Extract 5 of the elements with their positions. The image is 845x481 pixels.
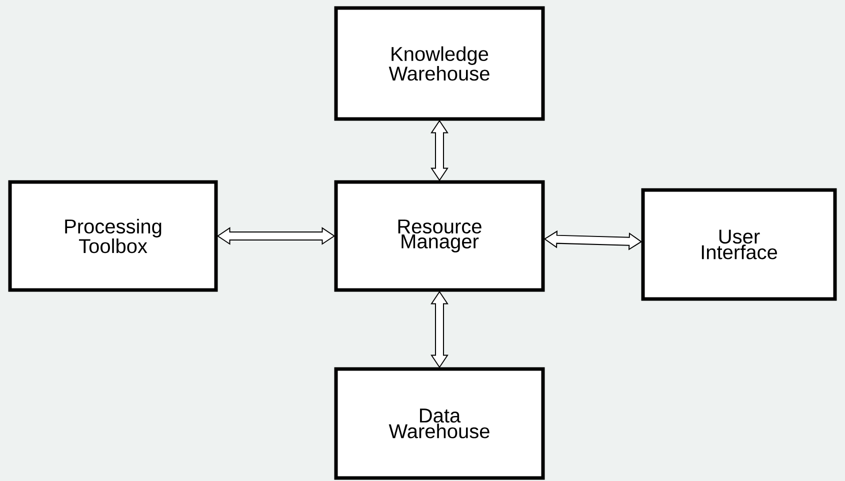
process-box: Knowledge Warehouse — [334, 6, 545, 121]
process-box: Processing Toolbox — [8, 180, 218, 292]
process-box: User Interface — [641, 188, 837, 301]
process-box: Data Warehouse — [334, 367, 545, 480]
process-box: Resource Manager — [334, 180, 545, 292]
